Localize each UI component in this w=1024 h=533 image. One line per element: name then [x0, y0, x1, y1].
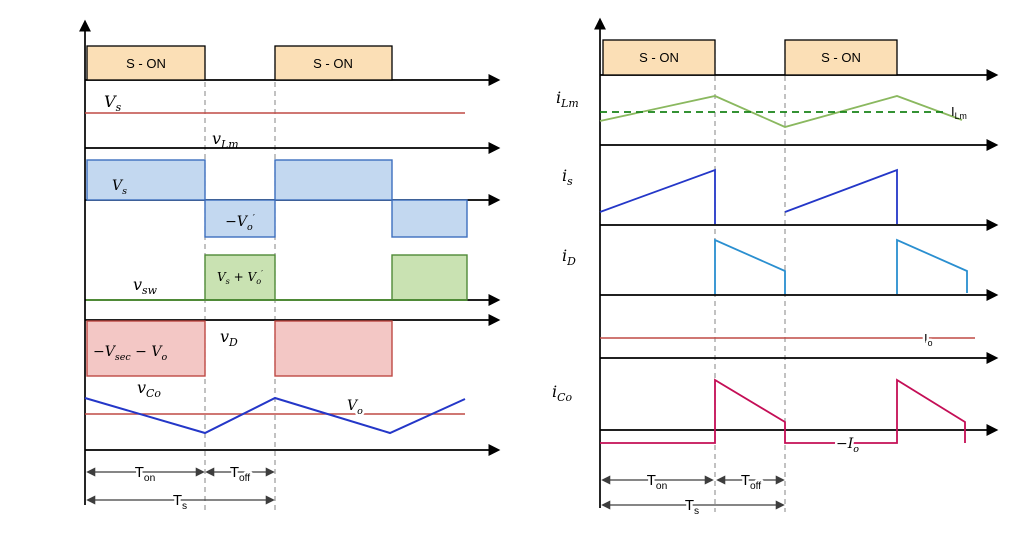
is-label: is — [562, 166, 573, 188]
right-ton-label: Ton — [647, 472, 668, 492]
left-ts-label: Ts — [173, 492, 187, 512]
vlm-negative-pulse-2 — [391, 199, 468, 238]
right-gate-label-2: S - ON — [821, 50, 861, 65]
vco-label: vCo — [137, 378, 161, 400]
ilm-label: iLm — [556, 88, 579, 110]
left-gate-label-1: S - ON — [126, 56, 166, 71]
vsw-level-label: Vs + Vo′ — [217, 268, 263, 286]
vlm-positive-pulse-2 — [274, 159, 393, 201]
id-waveform — [714, 238, 968, 294]
right-gate-pulse-1 — [602, 39, 716, 76]
id-label: iD — [562, 246, 576, 268]
vlm-level-label-vs: Vs — [112, 178, 127, 197]
ico-waveform — [600, 378, 966, 444]
vd-pulse-1 — [86, 320, 206, 377]
ico-label: iCo — [552, 382, 572, 404]
vd-level-label: −Vsec − Vo — [93, 344, 167, 363]
right-gate-pulse-2 — [784, 39, 898, 76]
left-gate-pulse-2 — [274, 45, 393, 81]
vco-waveform — [84, 396, 466, 435]
vlm-positive-pulse-1 — [86, 159, 206, 201]
left-diagram: S - ON S - ON Vs vLm Vs −Vo′ vsw Vs + Vo… — [79, 19, 501, 515]
vlm-level-label-neg-vo: −Vo′ — [225, 213, 256, 233]
vlm-label: vLm — [212, 129, 239, 151]
vsw-pulse-1 — [204, 254, 276, 301]
vsw-label: vsw — [133, 275, 158, 297]
ilm-waveform — [599, 95, 963, 128]
vsw-pulse-2 — [391, 254, 468, 301]
is-waveform — [599, 168, 898, 224]
ilm-avg-label: ILm — [951, 104, 967, 121]
right-gate-label-1: S - ON — [639, 50, 679, 65]
right-ts-label: Ts — [685, 497, 699, 517]
io-label: Io — [924, 331, 933, 348]
vs-label: Vs — [104, 92, 122, 114]
left-gate-label-2: S - ON — [313, 56, 353, 71]
ico-neg-level-label: −Io — [836, 436, 859, 455]
vd-pulse-2 — [274, 320, 393, 377]
vlm-negative-pulse-1 — [204, 199, 276, 238]
right-toff-label: Toff — [741, 472, 761, 492]
left-toff-label: Toff — [230, 464, 250, 484]
vd-label: vD — [220, 327, 238, 349]
left-ton-label: Ton — [135, 464, 156, 484]
right-diagram: S - ON S - ON iLm ILm is iD Io iCo −Io T… — [552, 17, 999, 520]
left-gate-pulse-1 — [86, 45, 206, 81]
